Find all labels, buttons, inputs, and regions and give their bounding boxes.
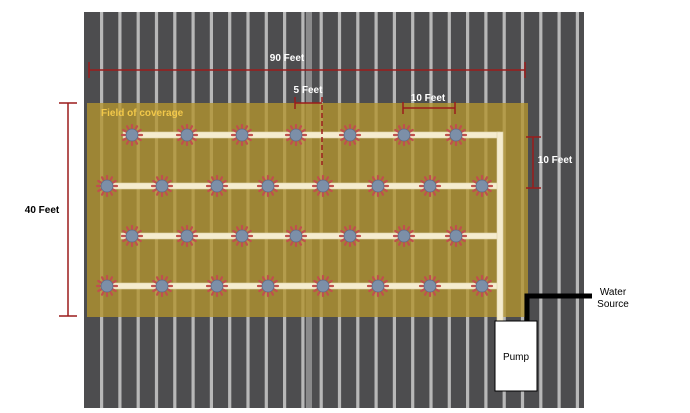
sprinkler-head xyxy=(284,224,308,248)
sprinkler-head xyxy=(338,123,362,147)
dimension-width xyxy=(88,62,526,78)
dimension-nozzle-spacing-label: 10 Feet xyxy=(411,93,446,104)
dimension-offset xyxy=(294,97,323,165)
dimension-row-spacing-label: 10 Feet xyxy=(538,155,573,166)
sprinkler-head xyxy=(366,174,390,198)
sprinkler-heads xyxy=(95,123,494,298)
water-source-label-line2: Source xyxy=(597,299,629,310)
dimension-offset-label: 5 Feet xyxy=(294,85,324,96)
sprinkler-head xyxy=(444,224,468,248)
sprinkler-head xyxy=(205,174,229,198)
pump-label: Pump xyxy=(503,352,530,363)
dimension-height-label: 40 Feet xyxy=(25,205,60,216)
roof-rib xyxy=(575,12,579,408)
sprinkler-head xyxy=(150,274,174,298)
water-source-label-line1: Water xyxy=(600,287,627,298)
sprinkler-head xyxy=(284,123,308,147)
sprinkler-head xyxy=(444,123,468,147)
pipe-main-riser xyxy=(496,131,504,322)
sprinkler-head xyxy=(256,174,280,198)
dimension-width-label: 90 Feet xyxy=(270,53,305,64)
sprinkler-head xyxy=(150,174,174,198)
sprinkler-head xyxy=(392,224,416,248)
sprinkler-head xyxy=(175,123,199,147)
sprinkler-head xyxy=(175,224,199,248)
sprinkler-head xyxy=(95,174,119,198)
field-of-coverage-label: Field of coverage xyxy=(101,108,184,119)
sprinkler-head xyxy=(470,274,494,298)
sprinkler-head xyxy=(311,274,335,298)
dimension-nozzle-spacing xyxy=(402,102,456,114)
sprinkler-head xyxy=(120,123,144,147)
sprinkler-head xyxy=(392,123,416,147)
roof-rib xyxy=(557,12,561,408)
sprinkler-head xyxy=(95,274,119,298)
sprinkler-head xyxy=(470,174,494,198)
sprinkler-head xyxy=(230,224,254,248)
sprinkler-head xyxy=(418,274,442,298)
sprinkler-head xyxy=(205,274,229,298)
sprinkler-head xyxy=(256,274,280,298)
sprinkler-head xyxy=(230,123,254,147)
sprinkler-head xyxy=(120,224,144,248)
dimension-height xyxy=(59,102,77,317)
sprinkler-head xyxy=(338,224,362,248)
roof-rib xyxy=(539,12,543,408)
sprinkler-head xyxy=(366,274,390,298)
water-source-pipe xyxy=(524,293,592,321)
sprinkler-head xyxy=(311,174,335,198)
sprinkler-head xyxy=(418,174,442,198)
pump-box xyxy=(494,320,538,392)
dimension-row-spacing xyxy=(526,136,541,189)
